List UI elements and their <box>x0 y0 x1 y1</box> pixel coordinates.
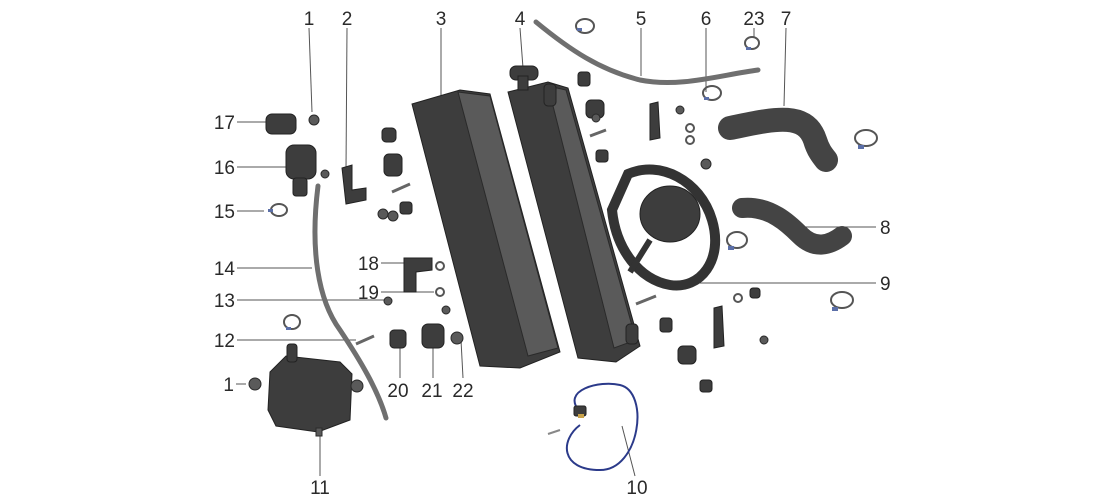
callout-20: 20 <box>387 381 408 402</box>
callout-12: 12 <box>214 331 235 352</box>
callout-9: 9 <box>880 274 891 295</box>
part-12-pin <box>355 334 375 346</box>
part-17-hose-cap <box>265 113 297 135</box>
callout-7: 7 <box>781 9 792 30</box>
callout-5: 5 <box>636 9 647 30</box>
callout-13: 13 <box>214 291 235 312</box>
part-4-radiator-right <box>507 65 641 363</box>
callout-6: 6 <box>701 9 712 30</box>
part-2-bracket <box>320 164 367 205</box>
callout-23: 23 <box>743 9 764 30</box>
part-15-clamp <box>268 203 288 217</box>
hose-clamps <box>575 18 878 311</box>
callout-1-left: 1 <box>223 375 234 396</box>
part-1-bolt-top <box>308 114 320 126</box>
callout-labels: 1 2 3 4 5 6 23 7 17 16 15 14 13 12 1 18 … <box>214 9 891 499</box>
part-12-clamp <box>283 314 301 330</box>
part-3-radiator-left <box>411 89 561 369</box>
part-9-fan <box>606 164 721 291</box>
small-hardware-left <box>377 127 464 349</box>
callout-17: 17 <box>214 113 235 134</box>
callout-2: 2 <box>342 9 353 30</box>
callout-19: 19 <box>358 283 379 304</box>
part-8-lower-hose <box>732 197 852 255</box>
part-16-filler-neck <box>285 144 317 197</box>
part-7-upper-hose <box>718 107 838 172</box>
callout-11: 11 <box>310 478 330 499</box>
callout-4: 4 <box>515 9 526 30</box>
callout-16: 16 <box>214 158 235 179</box>
callout-14: 14 <box>214 259 236 280</box>
callout-18: 18 <box>358 254 379 275</box>
part-5-hose <box>533 19 761 86</box>
part-14-overflow-hose <box>312 183 389 421</box>
part-11-reservoir-tank <box>248 343 364 437</box>
callout-8: 8 <box>880 218 891 239</box>
callout-15: 15 <box>214 202 235 223</box>
callout-10: 10 <box>626 478 647 499</box>
callout-3: 3 <box>436 9 447 30</box>
leader-lines <box>236 27 876 477</box>
part-10-temperature-switch-wire <box>547 382 639 472</box>
callout-1: 1 <box>304 9 315 30</box>
callout-22: 22 <box>452 381 473 402</box>
small-hardware-center <box>577 71 769 393</box>
callout-21: 21 <box>421 381 442 402</box>
